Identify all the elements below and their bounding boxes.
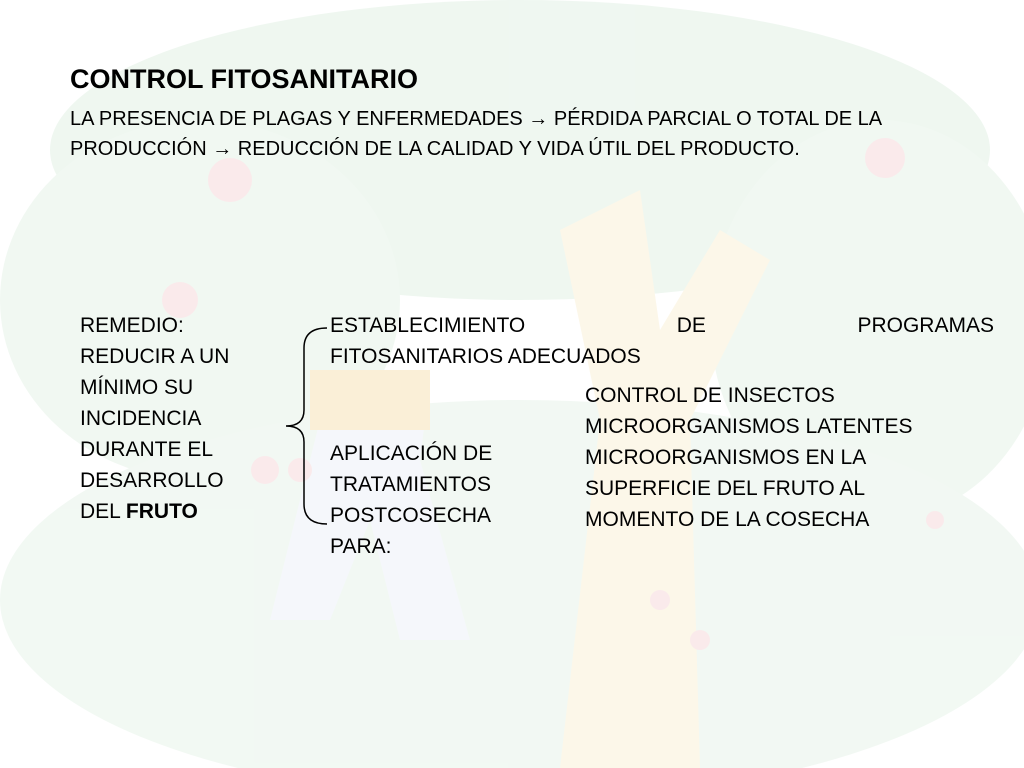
aplicacion-line-2: TRATAMIENTOS [330, 473, 492, 496]
control-line-4: SUPERFICIE DEL FRUTO AL [585, 477, 866, 500]
establecimiento-word-1: ESTABLECIMIENTO [330, 314, 526, 337]
slide-title: CONTROL FITOSANITARIO [70, 64, 418, 94]
remedio-line-4: INCIDENCIA [80, 407, 202, 430]
establecimiento-line-1: ESTABLECIMIENTO DE PROGRAMAS [330, 310, 994, 341]
establecimiento-word-2: DE [676, 314, 706, 337]
control-line-1: CONTROL DE INSECTOS [585, 384, 835, 407]
remedio-line-7: DEL FRUTO [80, 496, 280, 527]
subtitle-line-1: LA PRESENCIA DE PLAGAS Y ENFERMEDADES → … [70, 108, 883, 130]
control-line-5: MOMENTO DE LA COSECHA [585, 508, 870, 531]
curly-brace-icon [285, 327, 328, 525]
remedio-line-6: DESARROLLO [80, 469, 224, 492]
control-line-2: MICROORGANISMOS LATENTES [585, 415, 913, 438]
aplicacion-line-4: PARA: [330, 535, 392, 558]
control-block: CONTROL DE INSECTOS MICROORGANISMOS LATE… [585, 380, 1005, 535]
remedio-line-1: REMEDIO: [80, 314, 184, 337]
remedio-last-prefix: DEL [80, 500, 126, 523]
establecimiento-word-3: PROGRAMAS [857, 314, 994, 337]
aplicacion-line-3: POSTCOSECHA [330, 504, 492, 527]
subtitle-line-2: PRODUCCIÓN → REDUCCIÓN DE LA CALIDAD Y V… [70, 138, 800, 160]
slide-subtitle: LA PRESENCIA DE PLAGAS Y ENFERMEDADES → … [70, 104, 970, 164]
aplicacion-line-1: APLICACIÓN DE [330, 442, 493, 465]
remedio-block: REMEDIO: REDUCIR A UN MÍNIMO SU INCIDENC… [80, 310, 280, 527]
remedio-line-5: DURANTE EL [80, 438, 214, 461]
control-line-3: MICROORGANISMOS EN LA [585, 446, 867, 469]
remedio-line-3: MÍNIMO SU [80, 376, 194, 399]
aplicacion-block: APLICACIÓN DE TRATAMIENTOS POSTCOSECHA P… [330, 438, 540, 562]
remedio-line-2: REDUCIR A UN [80, 345, 230, 368]
remedio-fruto-bold: FRUTO [125, 500, 198, 523]
establecimiento-line-2: FITOSANITARIOS ADECUADOS [330, 345, 641, 368]
establecimiento-block: ESTABLECIMIENTO DE PROGRAMAS FITOSANITAR… [330, 310, 994, 372]
